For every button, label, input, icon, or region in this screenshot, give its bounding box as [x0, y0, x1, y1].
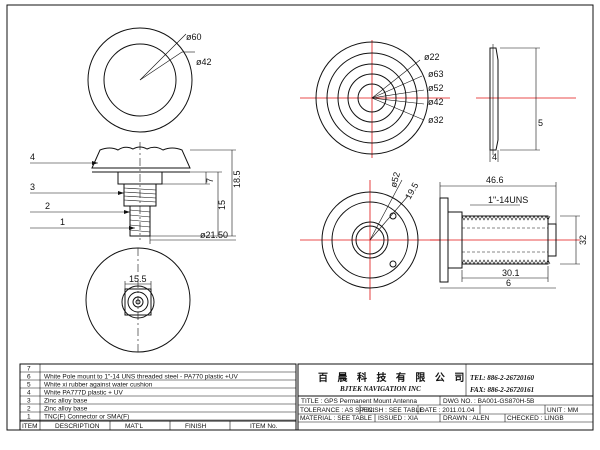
rings-view: ø22 ø63 ø52 ø42 ø32	[300, 40, 450, 158]
parts-row-description: Zinc alloy base	[44, 398, 88, 405]
parts-row-description: White Pole mount to 1"-14 UNS threaded s…	[44, 374, 239, 381]
side-dim-dia: ø21.50	[200, 230, 228, 240]
flange-dia-52: ø52	[388, 171, 402, 189]
parts-row-number: 5	[27, 382, 31, 389]
top-view-dia-inner: ø42	[196, 57, 212, 67]
rings-dia-32: ø32	[428, 115, 444, 125]
material: MATERIAL : SEE TABLE	[300, 415, 373, 422]
parts-row-description: White PA777D plastic + UV	[44, 390, 123, 397]
rings-dia-42: ø42	[428, 97, 444, 107]
parts-row-number: 2	[27, 406, 31, 413]
drawing-number: DWG NO. : BA001-GS870H-5B	[443, 398, 534, 405]
company-name-en: BJTEK NAVIGATION INC	[339, 385, 421, 393]
edge-dim-4: 4	[492, 152, 497, 162]
edge-view: 4 5	[476, 44, 576, 162]
profile-dim-30.1: 30.1	[502, 268, 520, 278]
bottom-dim: 15.5	[129, 274, 147, 284]
parts-row-number: 4	[27, 390, 31, 397]
issued: ISSUED : XIA	[378, 415, 419, 422]
edge-dim-5: 5	[538, 118, 543, 128]
profile-view: 46.6 1"-14UNS 32 30.1 6	[430, 175, 588, 289]
parts-row-number: 6	[27, 374, 31, 381]
parts-header-matl: MAT'L	[125, 423, 143, 430]
rings-dia-52: ø52	[428, 83, 444, 93]
side-dim-18.5: 18.5	[232, 170, 242, 188]
parts-row-description: Zinc alloy base	[44, 406, 88, 413]
company-fax: FAX: 886-2-26720161	[470, 386, 534, 394]
profile-dim-46.6: 46.6	[486, 175, 504, 185]
parts-header-item: ITEM	[22, 423, 38, 430]
checked: CHECKED : LINGB	[507, 415, 564, 422]
parts-row-number: 7	[27, 366, 31, 373]
side-dim-7: 7	[205, 178, 215, 183]
parts-row-number: 3	[27, 398, 31, 405]
parts-row-description: TNC(F) Connector or SMA(F)	[44, 414, 129, 421]
side-callout-3: 3	[30, 182, 35, 192]
flange-view: ø52 19.5	[300, 171, 440, 300]
side-dim-15: 15	[217, 200, 227, 210]
rings-dia-63: ø63	[428, 69, 444, 79]
date: DATE : 2011.01.04	[420, 407, 475, 414]
side-callout-4: 4	[30, 152, 35, 162]
parts-header-desc: DESCRIPTION	[55, 423, 100, 430]
side-callout-2: 2	[45, 201, 50, 211]
tolerance: TOLERANCE : AS SPEC.	[300, 407, 375, 414]
top-view: ø60 ø42	[87, 27, 212, 133]
parts-list: 76 White Pole mount to 1"-14 UNS threaded…	[19, 363, 297, 431]
parts-header-finish: FINISH	[185, 423, 207, 430]
top-view-dia-outer: ø60	[186, 32, 202, 42]
profile-dim-thread: 1"-14UNS	[488, 195, 528, 205]
parts-row-number: 1	[27, 414, 31, 421]
drawn: DRAWN : ALEN	[443, 415, 490, 422]
side-callout-1: 1	[60, 217, 65, 227]
company-name-cn: 百 晨 科 技 有 限 公 司	[318, 371, 467, 384]
profile-dim-6: 6	[506, 278, 511, 288]
parts-row-description: White xi rubber against water cushion	[44, 382, 153, 389]
drawing-title: TITLE : GPS Permanent Mount Antenna	[301, 398, 417, 405]
bottom-view: 15.5	[85, 247, 191, 353]
finish: FINISH : SEE TABLE	[362, 407, 424, 414]
title-block: 百 晨 科 技 有 限 公 司 BJTEK NAVIGATION INC TEL…	[297, 363, 594, 431]
flange-dim-19.5: 19.5	[403, 181, 420, 201]
side-view: 4 3 2 1 7 15 18.5 ø21.50	[30, 142, 242, 244]
parts-header-itemno: ITEM No.	[250, 423, 278, 430]
profile-dim-32: 32	[578, 235, 588, 245]
rings-dia-22: ø22	[424, 52, 440, 62]
company-tel: TEL: 886-2-26720160	[470, 374, 534, 382]
unit: UNIT : MM	[547, 407, 578, 414]
